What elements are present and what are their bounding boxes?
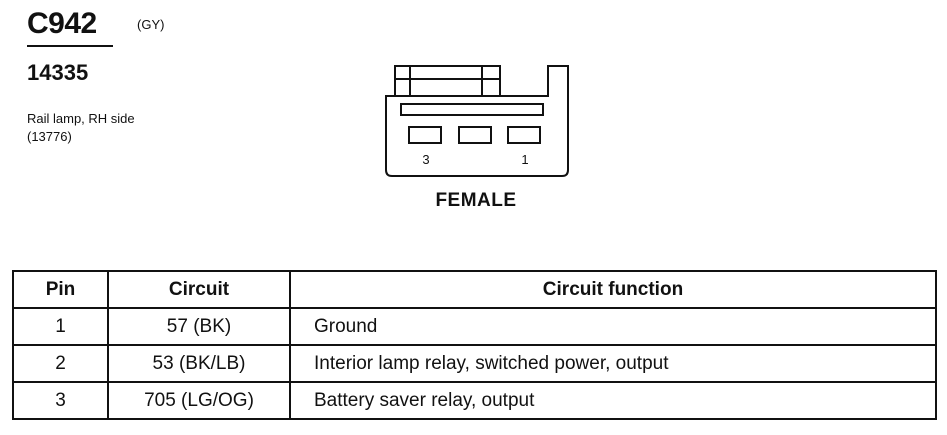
pinout-table: Pin Circuit Circuit function 1 57 (BK) G… xyxy=(12,270,937,420)
pin-label-1: 1 xyxy=(521,152,528,167)
connector-latch xyxy=(394,65,501,97)
cell-circuit: 53 (BK/LB) xyxy=(107,344,291,383)
cell-circuit: 705 (LG/OG) xyxy=(107,381,291,420)
table-row: 2 53 (BK/LB) Interior lamp relay, switch… xyxy=(12,344,937,383)
cell-function: Interior lamp relay, switched power, out… xyxy=(289,344,937,383)
part-number: 14335 xyxy=(27,60,89,85)
header-pin: Pin xyxy=(12,270,109,309)
color-code: (GY) xyxy=(137,17,165,32)
table-row: 1 57 (BK) Ground xyxy=(12,307,937,346)
description-line-2: (13776) xyxy=(27,129,72,144)
cell-pin: 1 xyxy=(12,307,109,346)
table-header-row: Pin Circuit Circuit function xyxy=(12,270,937,309)
table-row: 3 705 (LG/OG) Battery saver relay, outpu… xyxy=(12,381,937,420)
header-circuit: Circuit xyxy=(107,270,291,309)
cell-pin: 3 xyxy=(12,381,109,420)
pin-cavity-1 xyxy=(507,126,541,144)
cell-pin: 2 xyxy=(12,344,109,383)
pin-cavity-3 xyxy=(408,126,442,144)
pin-label-3: 3 xyxy=(422,152,429,167)
cell-function: Ground xyxy=(289,307,937,346)
cell-circuit: 57 (BK) xyxy=(107,307,291,346)
connector-housing xyxy=(385,65,569,177)
connector-description: Rail lamp, RH side (13776) xyxy=(27,110,135,146)
title-underline xyxy=(27,45,113,47)
header-circuit-function: Circuit function xyxy=(289,270,937,309)
description-line-1: Rail lamp, RH side xyxy=(27,111,135,126)
connector-gender-label: FEMALE xyxy=(435,190,517,211)
cell-function: Battery saver relay, output xyxy=(289,381,937,420)
connector-keyway xyxy=(400,103,544,116)
connector-id: C942 xyxy=(27,7,97,40)
pin-cavity-2 xyxy=(458,126,492,144)
